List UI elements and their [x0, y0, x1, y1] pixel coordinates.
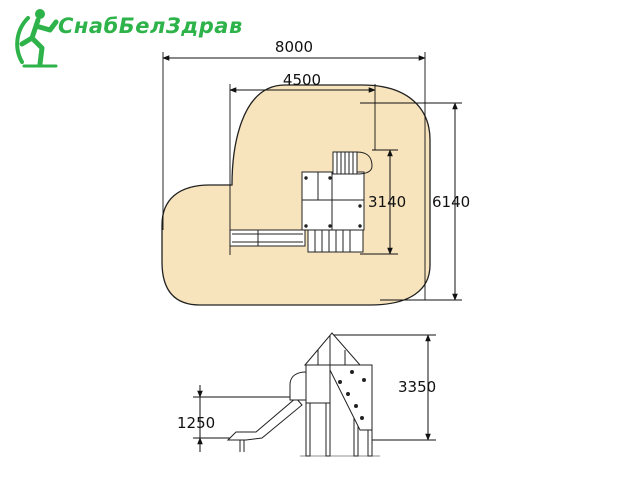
slide-plan	[229, 229, 306, 247]
equipment-elevation	[226, 332, 380, 457]
equipment-plan	[229, 151, 373, 253]
dim-label-total-height: 3350	[398, 378, 436, 396]
running-figure-logo-icon	[15, 9, 59, 68]
post	[325, 399, 331, 457]
dim-label-tower-depth: 3140	[368, 193, 406, 211]
plan-view: 8000 4500 3140 6140	[161, 38, 470, 306]
tower-wall	[305, 364, 331, 404]
dim-label-total-width: 8000	[275, 38, 313, 56]
side-view: 3350 1250	[177, 332, 436, 457]
dim-label-total-depth: 6140	[432, 193, 470, 211]
roof	[303, 332, 362, 366]
post	[305, 399, 311, 457]
climbing-wall	[329, 364, 373, 431]
dim-label-platform-height: 1250	[177, 414, 215, 432]
brand-name: СнабБелЗдрав	[58, 14, 243, 38]
brand-logo: СнабБелЗдрав	[10, 4, 243, 74]
slide-elevation	[226, 397, 303, 441]
dim-label-inner-width: 4500	[283, 71, 321, 89]
